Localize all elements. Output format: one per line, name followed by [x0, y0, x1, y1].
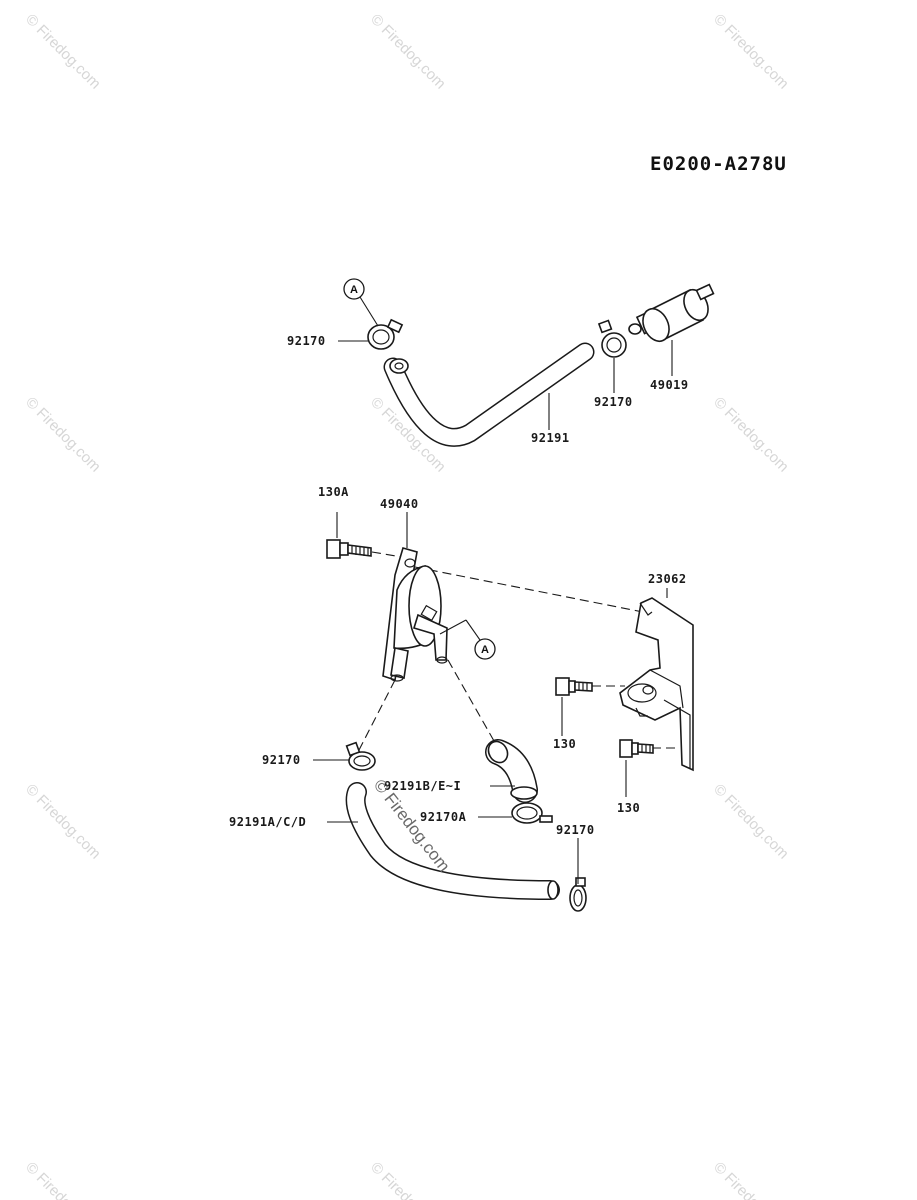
label-92170-top-left: 92170	[287, 334, 326, 348]
hose-clamp-lower-right	[569, 877, 587, 912]
label-130a: 130A	[318, 485, 349, 499]
watermark: © Firedog.com	[710, 11, 792, 93]
elbow-hose	[485, 739, 538, 803]
watermark: © Firedog.com	[22, 11, 104, 93]
watermark: © Firedog.com	[710, 781, 792, 863]
watermark: © Firedog.com	[22, 781, 104, 863]
bolt-130-upper	[555, 677, 593, 696]
hose-clamp-top-right	[597, 319, 627, 358]
bolt-130-lower	[619, 739, 654, 758]
ref-marker-a-lower: A	[439, 619, 496, 660]
mounting-bracket	[619, 597, 694, 772]
label-92170-lower-left: 92170	[262, 753, 301, 767]
watermark: © Firedog.com	[710, 394, 792, 476]
label-130-upper: 130	[553, 737, 576, 751]
label-23062: 23062	[648, 572, 687, 586]
fuel-filter	[628, 283, 715, 343]
ref-marker-a-top: A	[343, 278, 379, 327]
label-49040: 49040	[380, 497, 419, 511]
label-92170-top-right: 92170	[594, 395, 633, 409]
watermark: © Firedog.com	[710, 1159, 792, 1200]
svg-text:A: A	[350, 284, 358, 296]
label-49019: 49019	[650, 378, 689, 392]
hose-clamp-lower-left	[345, 741, 376, 771]
label-92170a: 92170A	[420, 810, 467, 824]
label-92191a: 92191A/C/D	[229, 815, 306, 829]
watermark: © Firedog.com	[367, 1159, 449, 1200]
label-130-lower: 130	[617, 801, 640, 815]
hose-clamp-top-left	[367, 318, 404, 350]
hose-clamp-92170a	[511, 802, 553, 824]
label-92170-lower-right: 92170	[556, 823, 595, 837]
fuel-hose-upper	[383, 342, 595, 447]
bolt-130a	[326, 539, 372, 559]
fuel-pump	[382, 547, 448, 682]
watermark: © Firedog.com	[22, 1159, 104, 1200]
watermark: © Firedog.com	[22, 394, 104, 476]
watermark: © Firedog.com	[367, 11, 449, 93]
label-92191: 92191	[531, 431, 570, 445]
label-92191b: 92191B/E~I	[384, 779, 461, 793]
fuel-hose-lower	[345, 782, 560, 900]
svg-text:A: A	[481, 644, 489, 656]
diagram-code: E0200-A278U	[650, 153, 787, 175]
